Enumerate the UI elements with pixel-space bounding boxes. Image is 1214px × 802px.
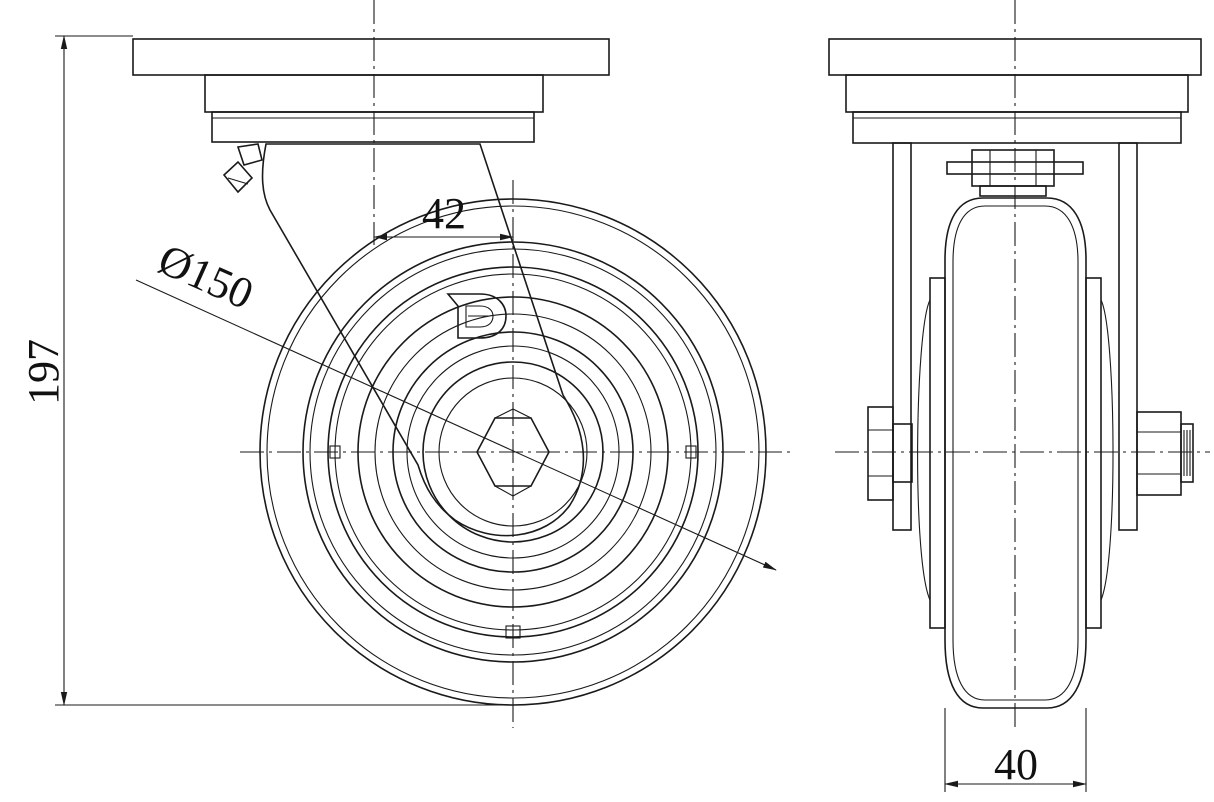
dimension-height: 197 [19, 35, 505, 706]
axle-bolt-head-icon [867, 406, 913, 501]
dimension-diameter-label: Ø150 [151, 234, 260, 319]
dimension-offset: 42 [373, 189, 514, 241]
side-view [132, 0, 790, 728]
dimension-diameter: Ø150 [135, 234, 777, 571]
grease-nipple-icon [222, 143, 263, 194]
dimension-offset-label: 42 [422, 189, 466, 238]
dimension-height-label: 197 [19, 339, 68, 405]
axle-nut-icon [1136, 411, 1194, 496]
top-plate [132, 38, 610, 143]
dimension-width-label: 40 [994, 740, 1038, 789]
dimension-width: 40 [944, 708, 1087, 792]
wheel-profile [917, 197, 1114, 709]
kingpin-nut-icon [946, 149, 1084, 197]
brand-logo-icon [446, 293, 507, 339]
front-view [828, 0, 1210, 728]
